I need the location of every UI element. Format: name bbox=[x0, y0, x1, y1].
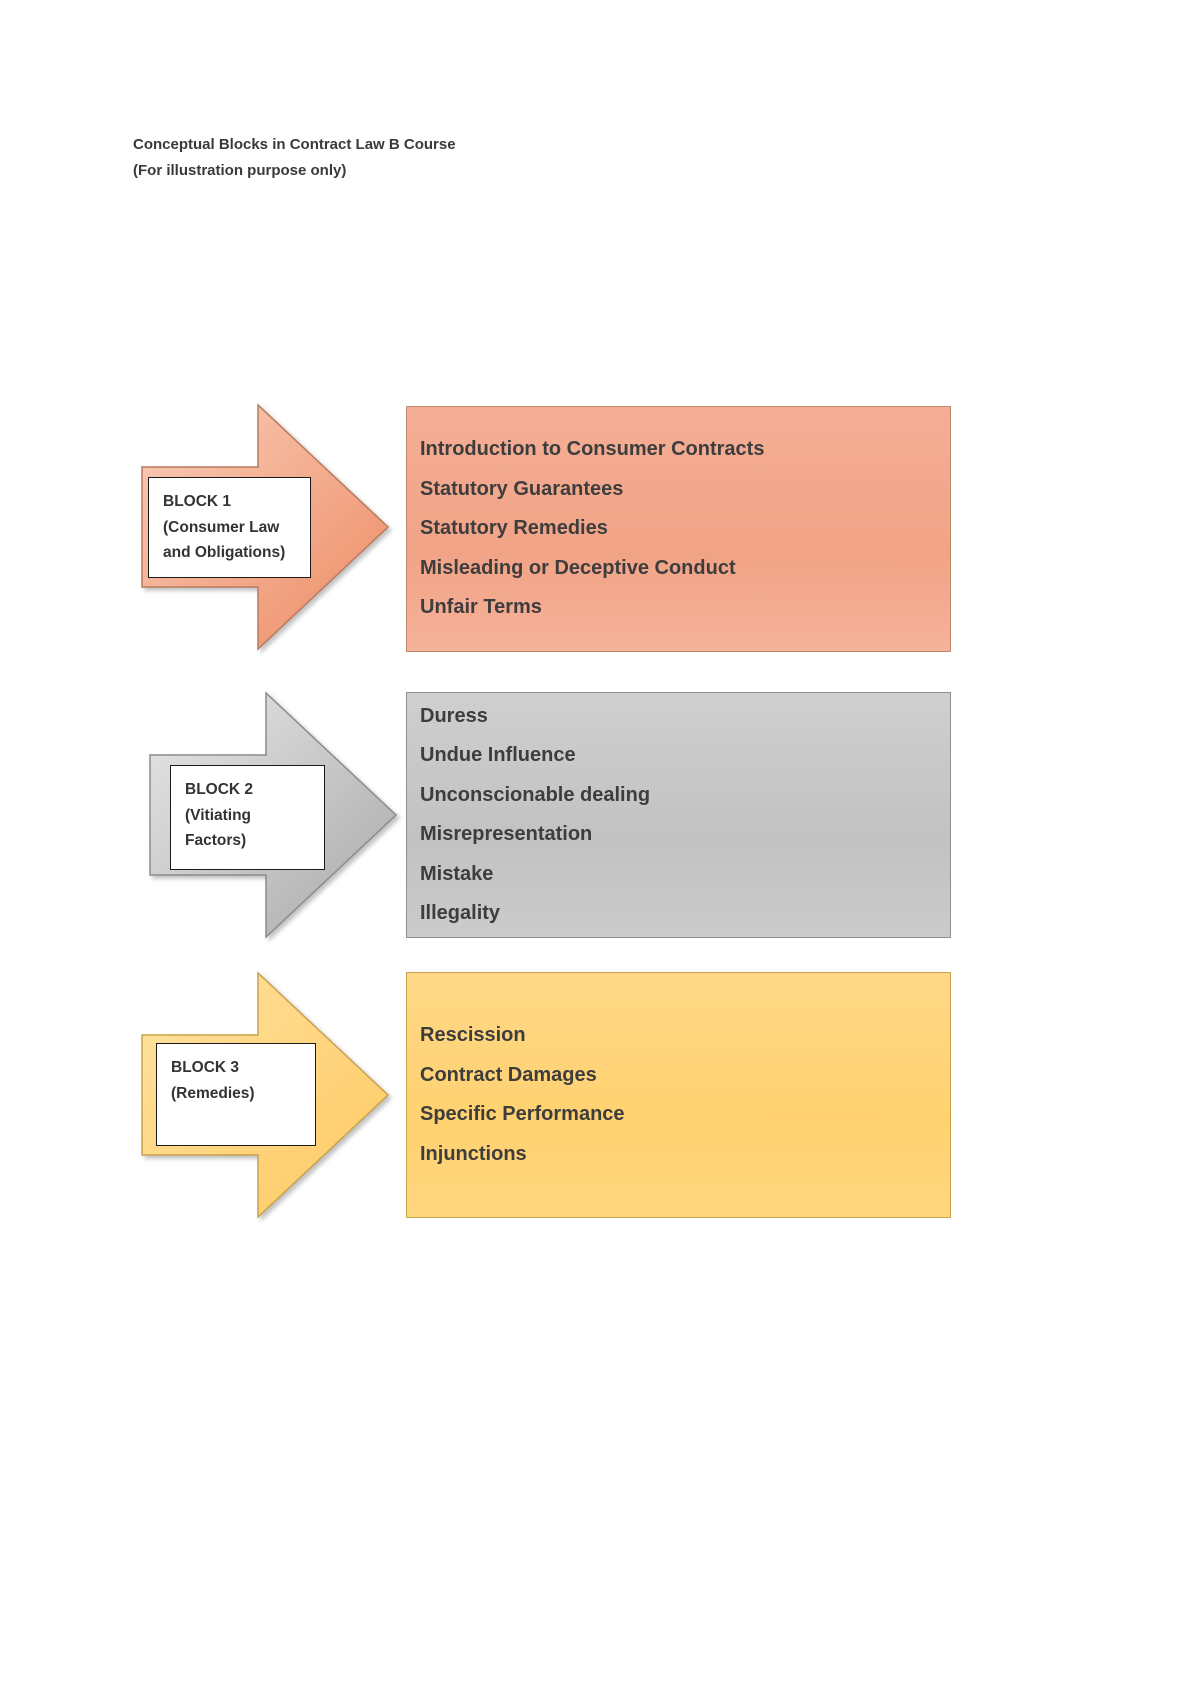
block-2-topic: Duress bbox=[420, 704, 488, 727]
block-2-topic: Misrepresentation bbox=[420, 823, 593, 845]
block-2-topic: Illegality bbox=[420, 902, 501, 924]
block-3-topic: Specific Performance bbox=[420, 1103, 625, 1125]
block-2-label-subtitle: (Vitiating Factors) bbox=[185, 807, 252, 849]
block-2-label-box: BLOCK 2 (Vitiating Factors) bbox=[170, 765, 325, 870]
block-1-topic: Statutory Remedies bbox=[420, 517, 608, 540]
block-1-topic: Unfair Terms bbox=[420, 596, 542, 619]
block-3-topic: Injunctions bbox=[420, 1142, 527, 1165]
block-2-content-box: Duress Undue Influence Unconscionable de… bbox=[406, 692, 951, 938]
block-1-content-box: Introduction to Consumer Contracts Statu… bbox=[406, 406, 951, 652]
title-line-1: Conceptual Blocks in Contract Law B Cour… bbox=[133, 136, 456, 153]
block-3-label-title: BLOCK 3 bbox=[171, 1059, 240, 1076]
block-3-label-subtitle: (Remedies) bbox=[171, 1085, 255, 1102]
title-line-2: (For illustration purpose only) bbox=[133, 162, 347, 179]
block-1-label-box: BLOCK 1 (Consumer Law and Obligations) bbox=[148, 477, 311, 578]
block-3-content-box: Rescission Contract Damages Specific Per… bbox=[406, 972, 951, 1218]
block-1-topic: Statutory Guarantees bbox=[420, 477, 624, 500]
block-3-topic: Rescission bbox=[420, 1024, 526, 1046]
block-1-topic: Introduction to Consumer Contracts bbox=[420, 438, 765, 461]
page-title: Conceptual Blocks in Contract Law B Cour… bbox=[133, 132, 456, 184]
block-2-topic: Undue Influence bbox=[420, 744, 576, 766]
block-1-label-title: BLOCK 1 bbox=[163, 493, 232, 510]
block-2-label-title: BLOCK 2 bbox=[185, 781, 254, 798]
block-3-topic: Contract Damages bbox=[420, 1063, 597, 1086]
block-3-label-box: BLOCK 3 (Remedies) bbox=[156, 1043, 316, 1146]
block-1-topic: Misleading or Deceptive Conduct bbox=[420, 556, 736, 579]
block-2-topic: Unconscionable dealing bbox=[420, 783, 651, 806]
block-1-label-subtitle: (Consumer Law and Obligations) bbox=[163, 519, 286, 561]
block-2-topic: Mistake bbox=[420, 862, 494, 885]
